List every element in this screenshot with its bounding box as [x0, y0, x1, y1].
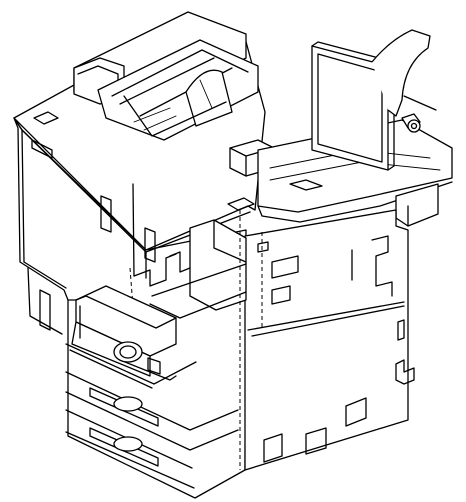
side-tray	[257, 119, 453, 227]
paper-trays	[65, 371, 239, 489]
platen-marks	[33, 111, 255, 211]
operation-panel	[311, 29, 437, 171]
pulled-out-drawer	[65, 285, 197, 389]
internal-unit	[129, 210, 263, 470]
right-cabinet	[244, 209, 415, 471]
document-feeder	[73, 11, 275, 177]
